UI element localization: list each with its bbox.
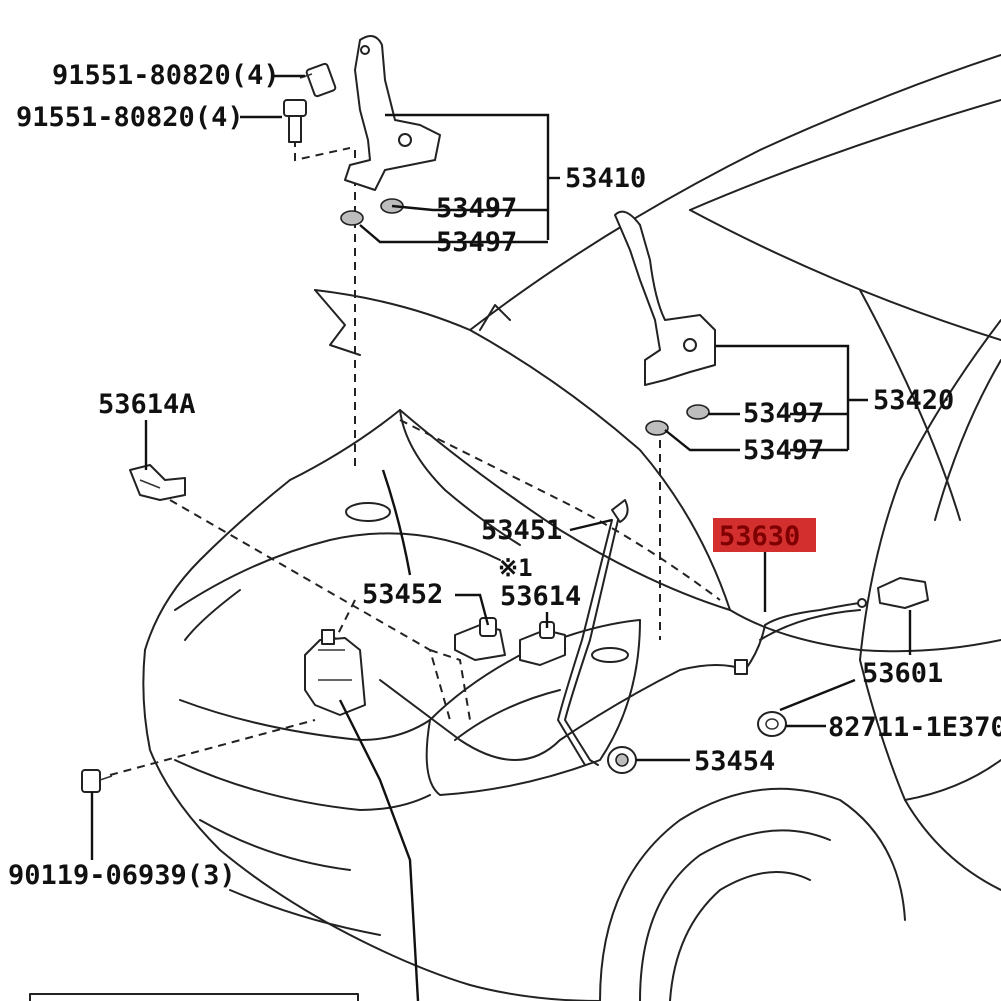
label-support-rod: 53451	[481, 515, 562, 546]
label-hinge-lh-washer-2: 53497	[436, 227, 517, 258]
label-bolt-lower: 91551-80820(4)	[16, 102, 244, 133]
label-release-cable: 53630	[719, 521, 800, 552]
hood-support-rod-53451	[557, 499, 629, 766]
highlight-release-cable	[713, 518, 816, 552]
washer-53497-rh-2	[645, 420, 669, 436]
grommet-53454	[607, 746, 637, 774]
leader-lines	[90, 74, 912, 1001]
washer-53497-rh-1	[686, 404, 710, 420]
label-hinge-rh-washer-2: 53497	[743, 435, 824, 466]
label-hinge-rh-washer-1: 53497	[743, 398, 824, 429]
label-hinge-rh: 53420	[873, 385, 954, 416]
hood-hinge-rh	[614, 210, 716, 386]
label-support-clamp-a: 53614A	[98, 389, 196, 420]
bolt-91551-upper	[299, 62, 337, 98]
lock-bracket-53452	[454, 617, 506, 661]
label-hinge-lh-washer-1: 53497	[436, 193, 517, 224]
part-number-labels: 91551-80820(4) 91551-80820(4) 53410 5349…	[8, 60, 1001, 891]
bolt-90119	[81, 769, 113, 793]
washer-53497-lh-2	[340, 210, 364, 226]
label-support-clamp: 53614	[500, 581, 581, 612]
label-bolt-upper: 91551-80820(4)	[52, 60, 280, 91]
release-cable-path	[379, 664, 746, 761]
support-clamp-53614	[519, 621, 566, 666]
label-lock-bracket: 53452	[362, 579, 443, 610]
label-clip: 82711-1E370	[828, 712, 1001, 743]
label-support-clamp-note: ※1	[498, 554, 533, 582]
release-lever-53601	[857, 577, 929, 609]
label-hinge-lh: 53410	[565, 163, 646, 194]
support-clamp-53614a	[129, 464, 186, 501]
hood-lock-assembly	[304, 629, 366, 716]
label-grommet: 53454	[694, 746, 775, 777]
car-body-outline	[29, 54, 1001, 1001]
release-cable-path-2	[744, 602, 861, 671]
bolt-91551-lower	[283, 99, 307, 143]
label-lock-bolt: 90119-06939(3)	[8, 860, 236, 891]
cable-end-fitting	[734, 659, 748, 675]
hood-hinge-lh	[344, 35, 441, 191]
label-release-lever: 53601	[862, 658, 943, 689]
clip-82711	[757, 711, 787, 737]
